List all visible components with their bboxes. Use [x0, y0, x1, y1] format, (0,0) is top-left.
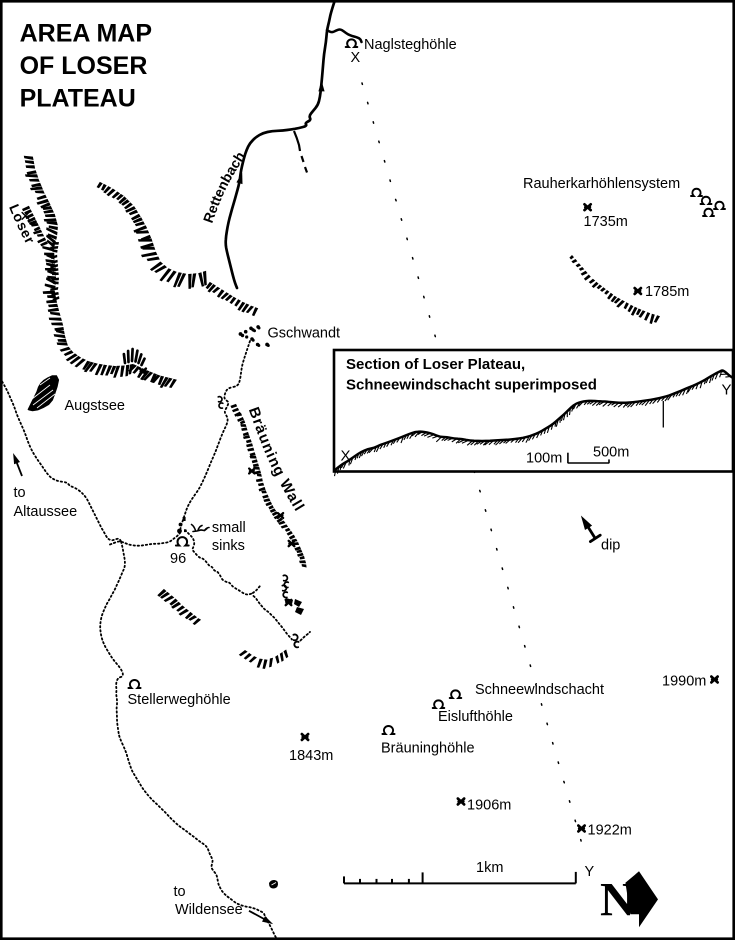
svg-text:1922m: 1922m [588, 823, 632, 839]
svg-text:1843m: 1843m [289, 748, 333, 764]
svg-text:Y: Y [585, 864, 595, 880]
svg-text:X: X [341, 448, 351, 465]
svg-text:OF LOSER: OF LOSER [20, 52, 148, 80]
svg-text:Naglsteghöhle: Naglsteghöhle [364, 37, 457, 53]
svg-text:Gschwandt: Gschwandt [268, 326, 341, 342]
svg-text:100m: 100m [526, 451, 562, 467]
svg-text:1906m: 1906m [467, 798, 511, 814]
svg-text:Augstsee: Augstsee [65, 398, 125, 414]
svg-text:Section of Loser Plateau,: Section of Loser Plateau, [346, 356, 525, 373]
svg-text:Wildensee: Wildensee [175, 902, 243, 918]
svg-text:Eislufthöhle: Eislufthöhle [438, 709, 513, 725]
svg-text:500m: 500m [593, 445, 629, 461]
svg-text:small: small [212, 520, 246, 536]
svg-text:1km: 1km [476, 860, 503, 876]
svg-text:Schneewindschacht superimposed: Schneewindschacht superimposed [346, 377, 597, 394]
svg-text:Y: Y [722, 382, 732, 399]
svg-text:Altaussee: Altaussee [14, 504, 78, 520]
svg-text:X: X [351, 50, 361, 66]
svg-text:to: to [174, 884, 186, 900]
svg-text:PLATEAU: PLATEAU [20, 85, 136, 113]
svg-text:1990m: 1990m [662, 674, 706, 690]
svg-text:96: 96 [170, 551, 186, 567]
svg-text:Bräuninghöhle: Bräuninghöhle [381, 741, 475, 757]
svg-text:dip: dip [601, 538, 620, 554]
svg-text:Schneewindschacht: Schneewindschacht [475, 682, 604, 698]
svg-text:1735m: 1735m [584, 214, 628, 230]
svg-text:to: to [14, 485, 26, 501]
svg-text:Rauherkarhöhlensystem: Rauherkarhöhlensystem [523, 176, 680, 192]
svg-text:sinks: sinks [212, 538, 245, 554]
svg-text:AREA MAP: AREA MAP [20, 19, 152, 47]
svg-text:Stellerweghöhle: Stellerweghöhle [128, 692, 231, 708]
svg-text:1785m: 1785m [645, 284, 689, 300]
